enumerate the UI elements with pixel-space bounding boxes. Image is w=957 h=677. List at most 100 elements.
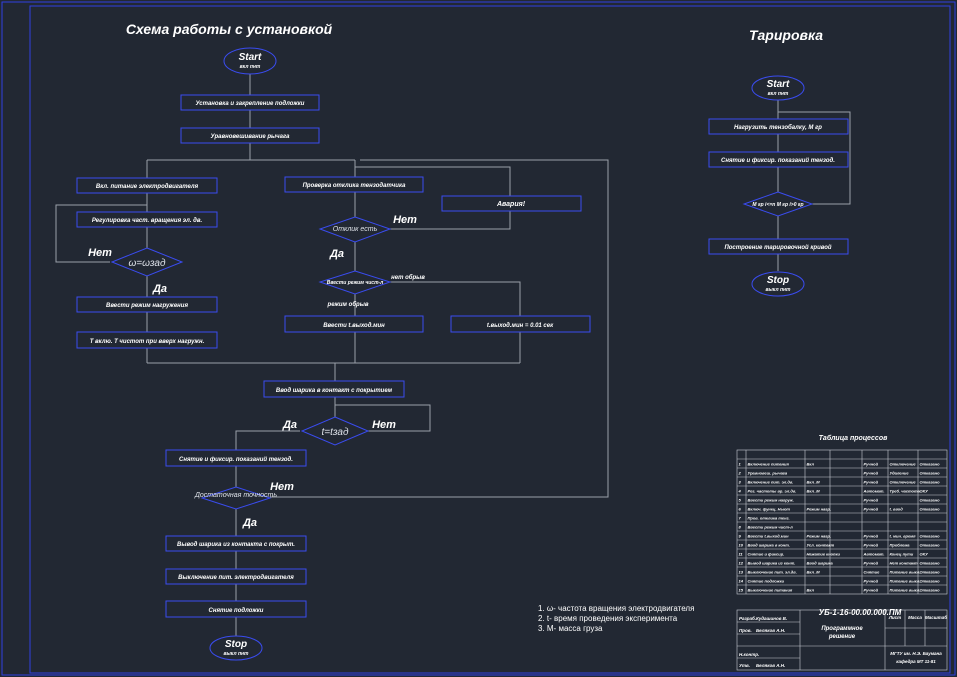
step-check-label: Проверка отклика тензодатчика [303, 183, 406, 189]
calib-build [708, 238, 849, 255]
note-2: 2. t- время проведения эксперимента [538, 614, 678, 623]
stamp-code: УБ-1-16-00.00.000.ПМ [819, 608, 902, 617]
step-load-mode [76, 296, 218, 313]
step-t-on [76, 331, 218, 349]
step-out-ball-label: Вывод шарика из контакта с покрыт. [177, 542, 295, 548]
cond-omega [110, 247, 184, 277]
table-cell: Отказано [920, 570, 941, 575]
table-cell: 9 [739, 534, 742, 539]
table-cell: Отключение [890, 462, 917, 467]
table-cell: Ручной [864, 462, 879, 467]
step-input-t [284, 315, 424, 333]
cond-t-label: t=tзад [321, 427, 348, 438]
table-cell: Треб. частота [890, 489, 921, 494]
table-cell: Отказано [920, 579, 941, 584]
table-cell: Нет контакт [890, 561, 918, 566]
table-cell: 7 [739, 516, 742, 521]
table-cell: Ручной [864, 498, 879, 503]
step-load-mode-label: Ввести режим нагружения [106, 303, 188, 309]
stamp-name: Программное [821, 626, 863, 632]
note-1: 1. ω- частота вращения электродвигателя [538, 604, 694, 613]
calib-read [708, 151, 849, 168]
table-cell: Ручной [864, 579, 879, 584]
table-cell: 5 [739, 498, 742, 503]
stamp-org: МГТУ им. Н.Э. Баумана [890, 651, 942, 656]
table-cell: Конец пути [890, 552, 914, 557]
stamp-ctrl: Н.контр. [739, 652, 759, 657]
response-yes: Да [329, 248, 344, 260]
table-cell: Снятие и фиксир. [748, 552, 785, 557]
step-mount-label: Установка и закрепление подложки [196, 101, 305, 107]
stamp-sheet: Лист [888, 615, 901, 620]
table-cell: Ввод шарика [807, 561, 834, 566]
main-title: Схема работы с установкой [126, 21, 333, 37]
step-input-t-label: Ввести t.выход.мин [323, 323, 385, 329]
inner-frame [29, 5, 951, 674]
table-cell: Усл. контакт [807, 543, 835, 548]
table-cell: Выключение пит. эл.дв. [748, 570, 797, 575]
table-cell: Ручной [864, 480, 879, 485]
table-cell: Режим нагр. [807, 507, 832, 512]
table-cell: Вкл_М [807, 570, 821, 575]
table-cell: Ручной [864, 471, 879, 476]
calib-flow-lines [777, 100, 851, 271]
calib-cond-label: M гр i<=n M гр i>0 гр [752, 202, 803, 208]
table-cell: Питание выкл. [890, 570, 921, 575]
calib-start-label: Start [767, 79, 790, 90]
step-balance [180, 127, 320, 144]
table-cell: Выключение питания [748, 588, 793, 593]
table-cell: 10 [739, 543, 744, 548]
stamp-check: Пров. [739, 628, 752, 633]
table-cell: Включ. функц. Ньют [748, 507, 791, 512]
stamp-group: кафедра МТ 11-81 [896, 658, 936, 664]
response-no: Нет [393, 214, 417, 226]
table-cell: Ручной [864, 507, 879, 512]
mode-break-label: режим обрыв [327, 301, 369, 308]
table-cell: 6 [739, 507, 742, 512]
step-reading-label: Снятие и фиксир. показаний тензод. [179, 456, 293, 463]
table-cell: 11 [739, 552, 744, 557]
title-block: УБ-1-16-00.00.000.ПМ Программное решение… [736, 608, 948, 671]
t-no: Нет [372, 419, 396, 431]
step-motor-off-label: Выключение пит. электродвигателя [178, 575, 294, 581]
table-cell: Отказано [920, 480, 941, 485]
table-cell: Ручной [864, 588, 879, 593]
calib-stop-terminal [751, 271, 805, 297]
step-mount [180, 94, 320, 111]
table-cell: Отказано [920, 498, 941, 503]
t-yes: Да [282, 419, 297, 431]
step-remove-label: Снятие подложки [209, 608, 264, 614]
table-cell: Удаление [890, 471, 910, 476]
step-check [284, 176, 424, 193]
table-cell: t. ввод [890, 507, 904, 512]
table-cell: 8 [739, 525, 742, 530]
step-contact [263, 380, 405, 398]
stop-terminal [209, 635, 263, 661]
stamp-scale: Масштаб [925, 614, 947, 620]
start-terminal [223, 47, 277, 75]
table-cell: Ввести t.выход.мин [748, 534, 790, 539]
omega-no: Нет [88, 247, 112, 259]
table-cell: Рег. частоты вр. эл.дв. [748, 489, 797, 494]
start-sub: вкл пнт [240, 64, 261, 70]
table-cell: Ручной [864, 543, 879, 548]
table-cell: 2 [738, 471, 742, 476]
start-label: Start [239, 52, 262, 63]
table-cell: Ручной [864, 561, 879, 566]
stamp-approve: Утв. [739, 663, 750, 668]
step-t-on-label: Т вклю. Т чистот при вверх нагружн. [90, 339, 205, 345]
calib-load-label: Нагрузить тензобалку, M гр [734, 124, 822, 131]
table-cell: 1 [739, 462, 742, 467]
stamp-approve-name: Беляков А.Н. [756, 663, 785, 668]
stop-label: Stop [225, 639, 247, 650]
calib-stop-label: Stop [767, 275, 789, 286]
step-t-meas [450, 315, 591, 333]
table-cell: Вкл_М [807, 480, 821, 485]
table-cell: Отказано [920, 588, 941, 593]
stamp-dev-name: Кудашинов В. [756, 616, 787, 621]
table-cell: Отказано [920, 561, 941, 566]
step-motor-off [165, 568, 307, 585]
